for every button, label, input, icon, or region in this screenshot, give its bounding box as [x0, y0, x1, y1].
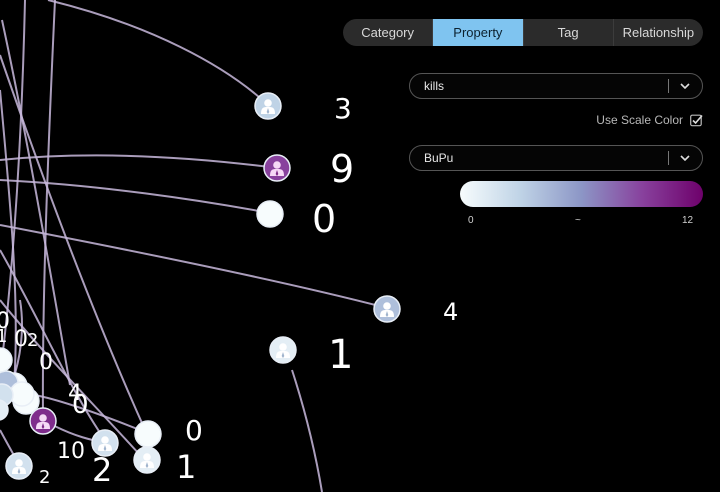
tab-category[interactable]: Category: [343, 19, 434, 46]
checkmark-icon: [690, 114, 703, 126]
node-value-label: 2: [39, 467, 50, 488]
node-value-label: 0: [39, 350, 53, 375]
person-icon: [36, 414, 50, 429]
node-value-label: 0: [312, 197, 336, 241]
graph-node[interactable]: [0, 399, 9, 421]
node-value-label: 2: [27, 330, 38, 351]
gradient-min-label: 0: [468, 215, 474, 226]
graph-node[interactable]: [0, 347, 13, 373]
tab-property[interactable]: Property: [433, 19, 524, 46]
property-select-value: kills: [424, 79, 444, 93]
node-value-label: 3: [334, 92, 352, 125]
graph-edge: [0, 224, 388, 309]
node-value-label: 0: [72, 390, 89, 420]
node-value-label: 1: [328, 332, 353, 378]
gradient-mid-label: ~: [575, 215, 581, 226]
person-icon: [276, 343, 290, 358]
graph-edge: [1, 0, 26, 361]
graph-edge: [0, 249, 106, 441]
person-icon: [380, 302, 394, 317]
graph-node[interactable]: [5, 452, 33, 480]
person-icon: [261, 99, 275, 114]
graph-node[interactable]: [91, 429, 119, 457]
graph-node[interactable]: [134, 420, 162, 448]
graph-node[interactable]: [373, 295, 401, 323]
scale-color-checkbox[interactable]: [690, 114, 703, 127]
palette-select[interactable]: BuPu: [409, 145, 703, 171]
tab-relationship[interactable]: Relationship: [622, 25, 695, 40]
graph-node[interactable]: [133, 446, 161, 474]
person-icon: [98, 436, 112, 451]
graph-edge: [41, 0, 56, 421]
graph-edge: [34, 394, 146, 433]
color-scale-gradient: [460, 181, 703, 207]
person-icon: [12, 459, 26, 474]
node-value-label: 0: [14, 327, 28, 352]
graph-edge: [0, 89, 17, 386]
node-value-label: 9: [330, 147, 354, 191]
node-value-label: 1: [0, 326, 7, 347]
graph-edge: [47, 0, 269, 106]
tab-tag[interactable]: Tag: [524, 19, 614, 46]
graph-edge: [0, 299, 141, 456]
node-value-label: 1: [176, 448, 196, 486]
gradient-max-label: 12: [682, 215, 694, 226]
person-icon: [140, 453, 154, 468]
node-value-label: 4: [443, 298, 458, 326]
node-value-label: 2: [92, 451, 112, 489]
node-value-label: 10: [57, 439, 85, 464]
node-value-label: 4: [68, 381, 82, 406]
person-icon: [270, 161, 284, 176]
graph-edge: [0, 179, 271, 214]
graph-node[interactable]: [29, 407, 57, 435]
chevron-down-icon[interactable]: [676, 155, 694, 161]
select-divider: [668, 151, 669, 165]
select-divider: [668, 79, 669, 93]
graph-node[interactable]: [263, 154, 291, 182]
graph-edge: [0, 54, 147, 433]
graph-edge: [1, 19, 71, 386]
palette-select-value: BuPu: [424, 151, 454, 165]
chevron-down-icon[interactable]: [676, 83, 694, 89]
graph-edge: [0, 154, 278, 169]
view-mode-tabs: Category Property Tag Relationship: [343, 19, 703, 46]
graph-edge: [291, 369, 323, 492]
node-value-label: 0: [0, 309, 10, 334]
graph-node[interactable]: [254, 92, 282, 120]
property-select[interactable]: kills: [409, 73, 703, 99]
scale-color-row: Use Scale Color: [596, 113, 703, 127]
graph-node[interactable]: [269, 336, 297, 364]
scale-color-label: Use Scale Color: [596, 113, 683, 127]
graph-node[interactable]: [256, 200, 284, 228]
node-value-label: 0: [185, 414, 203, 447]
